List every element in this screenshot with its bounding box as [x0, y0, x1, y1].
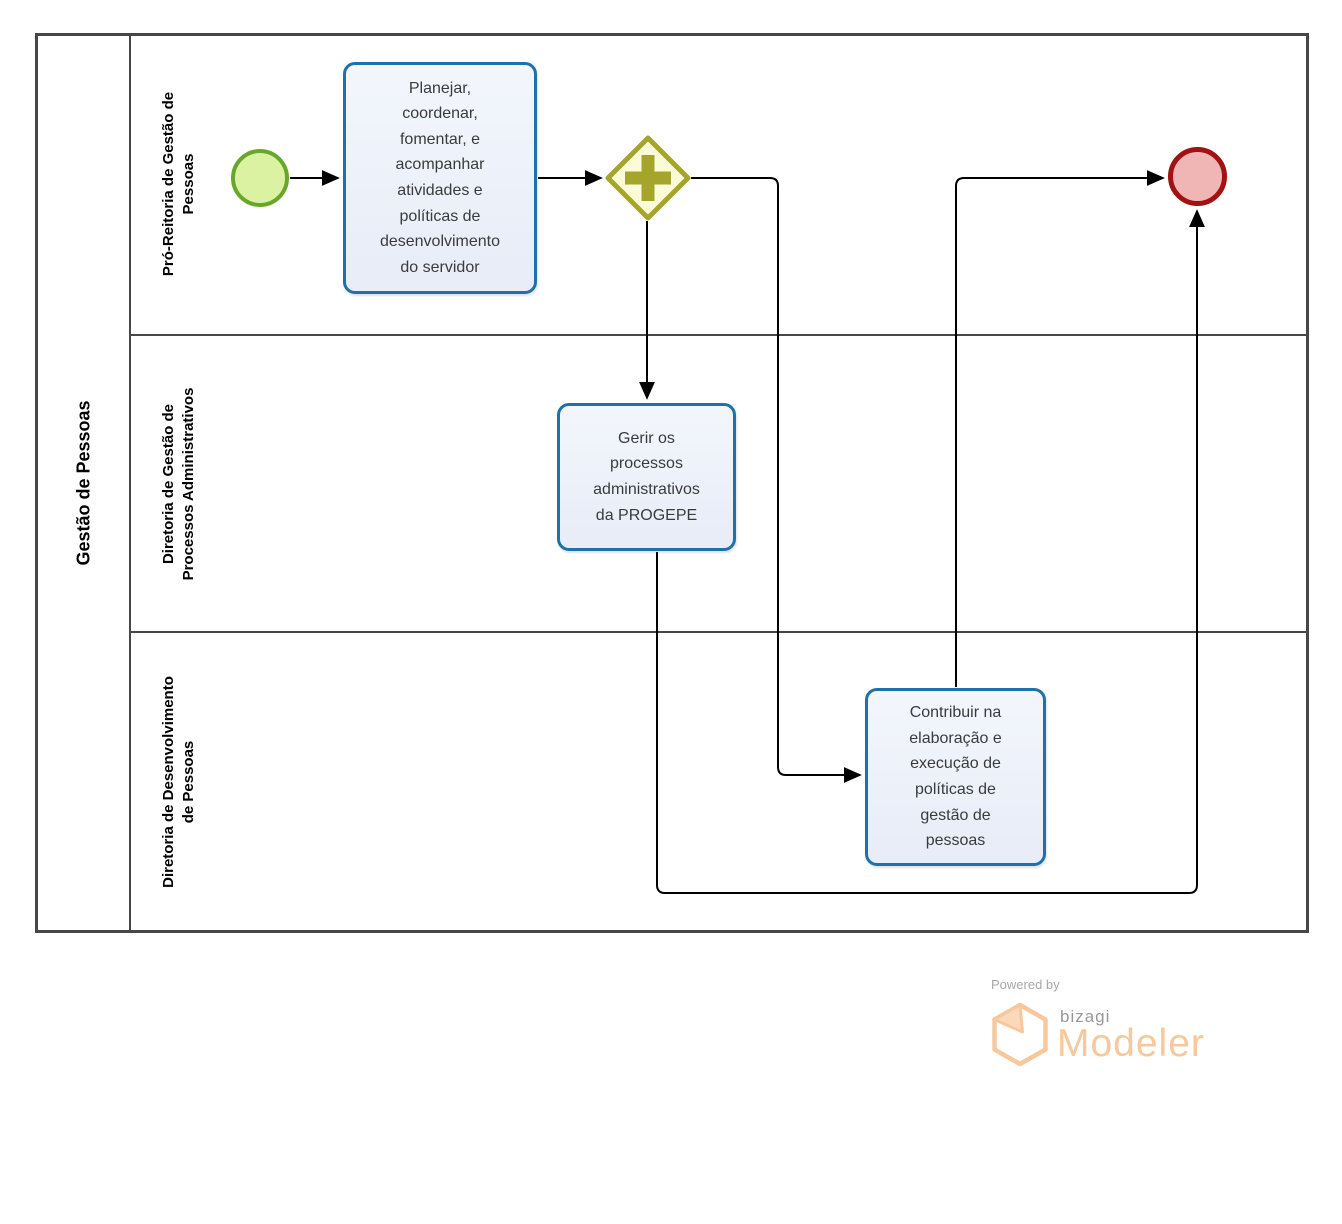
task-gerir: Gerir os processos administrativos da PR…: [557, 403, 736, 551]
flow-task-gerir-to-end: [656, 209, 1205, 894]
lane-divider-2: [130, 631, 1308, 633]
parallel-gateway-icon: [605, 135, 691, 221]
plus-icon: [625, 155, 671, 201]
modeler-wordmark: Modeler: [1057, 1022, 1205, 1065]
powered-by-text: Powered by: [991, 977, 1060, 992]
flow-task-contribuir-to-end: [955, 170, 1165, 687]
lane-divider-1: [130, 334, 1308, 336]
flow-gateway-to-task-contribuir: [691, 177, 862, 783]
bizagi-logo-icon: [992, 1002, 1048, 1067]
bizagi-wordmark: bizagi: [1060, 1007, 1111, 1026]
task-contribuir: Contribuir na elaboração e execução de p…: [865, 688, 1046, 866]
end-event: [1168, 147, 1227, 206]
start-event: [231, 149, 289, 207]
task-planejar: Planejar, coordenar, fomentar, e acompan…: [343, 62, 537, 294]
logo-fold: [993, 1003, 1024, 1034]
pool-header: Gestão de Pessoas: [38, 36, 131, 930]
parallel-gateway: [604, 134, 692, 227]
